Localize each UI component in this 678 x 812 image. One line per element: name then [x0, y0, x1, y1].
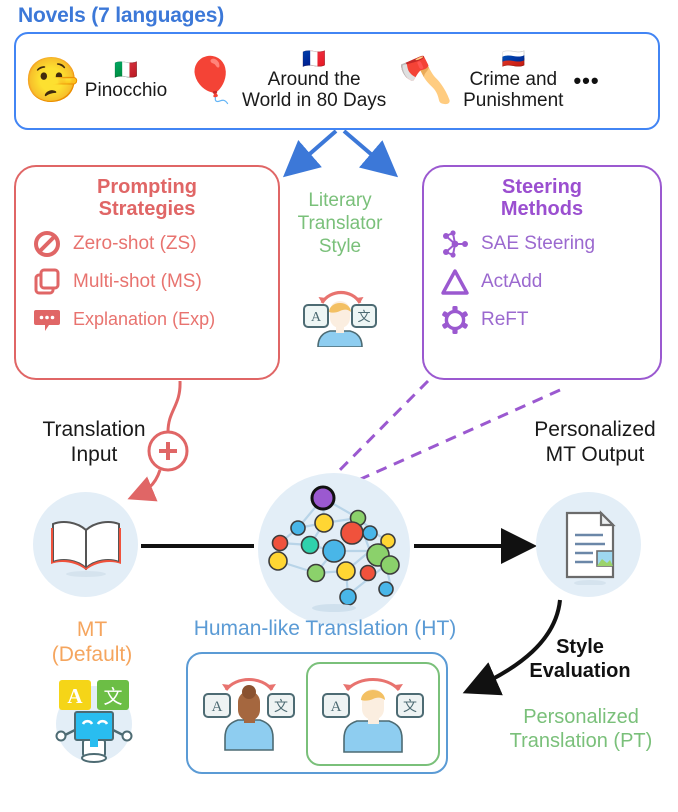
- human-like-translation-label: Human-like Translation (HT): [193, 617, 457, 640]
- axe-icon: 🪓: [398, 56, 454, 105]
- gear-icon: [438, 303, 472, 337]
- novels-to-strategies-arrows: [282, 129, 399, 178]
- steering-method-label: SAE Steering: [481, 232, 596, 254]
- human-like-translation-box: A 文 A 文: [186, 652, 448, 774]
- stacked-cards-icon: [30, 265, 64, 299]
- steering-method-label: ReFT: [481, 308, 529, 330]
- personalized-translation-box: A 文: [306, 662, 440, 766]
- prompting-method-zero-shot[interactable]: Zero-shot (ZS): [16, 225, 278, 263]
- svg-text:文: 文: [357, 310, 370, 325]
- steering-method-reft[interactable]: ReFT: [424, 301, 660, 339]
- mt-default-label: MT (Default): [51, 618, 133, 666]
- svg-text:A: A: [311, 310, 322, 325]
- prompting-method-multi-shot[interactable]: Multi-shot (MS): [16, 263, 278, 301]
- flag-france-icon: 🇫🇷: [302, 49, 326, 71]
- svg-text:文: 文: [274, 699, 288, 715]
- pinocchio-face-icon: 🤥: [24, 56, 79, 105]
- triangle-delta-icon: [438, 265, 472, 299]
- prompting-method-label: Zero-shot (ZS): [73, 232, 197, 254]
- prompting-method-label: Explanation (Exp): [73, 309, 216, 330]
- svg-text:A: A: [331, 699, 342, 715]
- novel-item: 🎈 🇫🇷 Around the World in 80 Days: [183, 50, 386, 112]
- prompting-strategies-title: Prompting Strategies: [97, 176, 197, 221]
- speech-bubble-icon: [30, 303, 64, 337]
- steering-method-label: ActAdd: [481, 270, 543, 292]
- steering-method-actadd[interactable]: ActAdd: [424, 263, 660, 301]
- neural-network-icon: [438, 227, 472, 261]
- steering-methods-title: Steering Methods: [500, 176, 584, 221]
- flag-italy-icon: 🇮🇹: [114, 59, 138, 81]
- open-book-icon: [33, 492, 138, 597]
- human-translator-icon: A 文: [200, 668, 300, 759]
- novel-title: Around the World in 80 Days: [241, 69, 387, 111]
- document-icon: [536, 492, 641, 597]
- translation-input-label: Translation Input: [42, 418, 146, 466]
- hot-air-balloon-icon: 🎈: [183, 56, 238, 105]
- neural-network-sphere-icon: [258, 473, 410, 625]
- prompting-method-explanation[interactable]: Explanation (Exp): [16, 301, 278, 339]
- svg-text:文: 文: [403, 699, 417, 715]
- personalized-mt-output-label: Personalized MT Output: [534, 418, 656, 466]
- svg-text:A: A: [212, 699, 223, 715]
- no-entry-slash-icon: [30, 227, 64, 261]
- novel-item: 🤥 🇮🇹 Pinocchio: [24, 59, 167, 103]
- flag-russia-icon: 🇷🇺: [501, 49, 526, 71]
- prompting-strategies-box: Prompting Strategies Zero-shot (ZS) Mult…: [14, 165, 280, 380]
- novel-title: Pinocchio: [84, 79, 168, 101]
- personalized-translator-icon: A 文: [317, 668, 429, 761]
- personalized-translation-label: Personalized Translation (PT): [509, 706, 653, 752]
- novel-title: Crime and Punishment: [463, 69, 564, 111]
- steering-method-sae[interactable]: SAE Steering: [424, 225, 660, 263]
- literary-translator-style-label: Literary Translator Style: [297, 190, 383, 257]
- novel-item: 🪓 🇷🇺 Crime and Punishment: [398, 50, 563, 112]
- prompting-method-label: Multi-shot (MS): [73, 270, 202, 292]
- robot-translator-icon: A 文: [45, 672, 143, 764]
- page-title: Novels (7 languages): [18, 4, 225, 27]
- svg-text:A: A: [67, 684, 83, 708]
- novels-box: 🤥 🇮🇹 Pinocchio 🎈 🇫🇷 Around the World in …: [14, 32, 660, 130]
- steering-methods-box: Steering Methods SAE Steering ActAdd: [422, 165, 662, 380]
- more-novels-ellipsis: •••: [573, 68, 600, 93]
- svg-text:文: 文: [103, 686, 122, 708]
- translator-person-icon: A 文: [300, 281, 380, 348]
- style-evaluation-label: Style Evaluation: [529, 636, 631, 682]
